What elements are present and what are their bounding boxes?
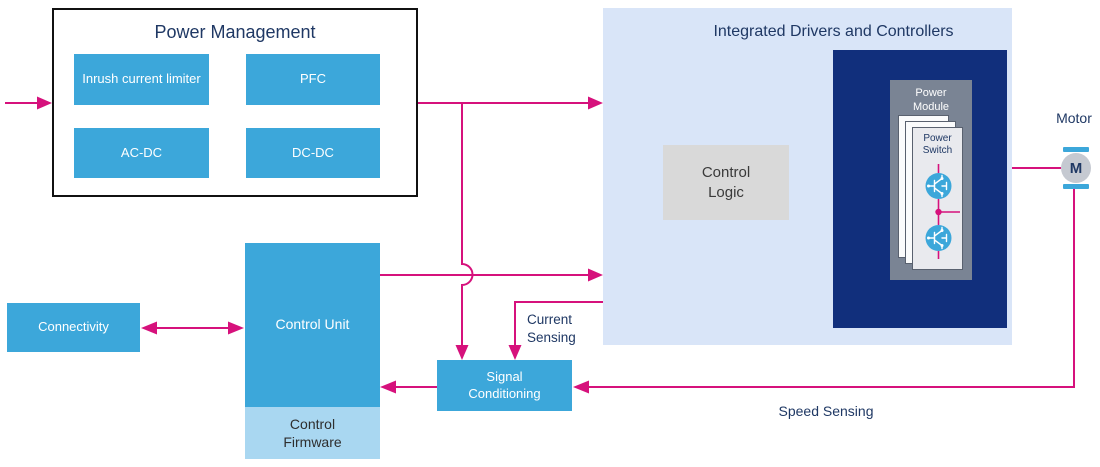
block-label: Control Firmware [283,415,342,450]
integrated-drivers-title: Integrated Drivers and Controllers [713,23,954,40]
block-label: Control Unit [275,316,350,333]
block-label: DC-DC [292,144,334,160]
block-label: AC-DC [120,144,163,160]
block-dc-dc: DC-DC [246,128,380,178]
igbt-switch-icon [925,225,952,251]
motor-terminal-bar [1063,147,1089,152]
block-ac-dc: AC-DC [74,128,209,178]
block-label: Inrush current limiter [82,71,201,87]
speed-sensing-label: Speed Sensing [778,403,874,419]
power-stage-box: Power Module Power Switch [833,50,1007,328]
wire-control-unit-to-drivers [380,268,603,282]
integrated-drivers-panel: Integrated Drivers and Controllers Contr… [603,8,1012,345]
power-switch-label: Power Switch [922,133,953,156]
connectivity-block: Connectivity [7,303,140,352]
signal-conditioning-block: Signal Conditioning [437,360,572,411]
block-inrush-current-limiter: Inrush current limiter [74,54,209,105]
block-label: Signal Conditioning [468,369,541,401]
power-management-group: Power Management Inrush current limiter … [52,8,418,197]
wire-power-management-to-drivers [418,96,603,110]
motor-terminal-bar [1063,184,1089,189]
power-switch-card: Power Switch [912,127,963,270]
half-bridge-schematic-icon [925,164,960,259]
control-unit-block: Control Unit [245,243,380,407]
igbt-switch-icon [925,173,952,199]
motor-icon: M [1061,153,1091,183]
wire-connectivity-control-unit [141,321,244,335]
control-firmware-block: Control Firmware [245,407,380,459]
wire-power-branch-to-signal-conditioning [455,103,474,360]
block-label: Connectivity [38,319,109,335]
current-sensing-label: Current Sensing [527,312,576,346]
motor-label: Motor [1056,110,1092,126]
block-label: PFC [300,71,326,87]
power-module-label: Power Module [912,87,950,113]
power-module-block: Power Module Power Switch [890,80,972,280]
block-pfc: PFC [246,54,380,105]
control-logic-block: Control Logic [663,145,789,220]
power-management-title: Power Management [154,22,316,42]
motor-symbol: M [1069,159,1083,177]
block-label: Control Logic [701,164,751,201]
wire-input-to-power-management [5,96,52,110]
wire-signal-conditioning-to-control-unit [380,380,437,394]
